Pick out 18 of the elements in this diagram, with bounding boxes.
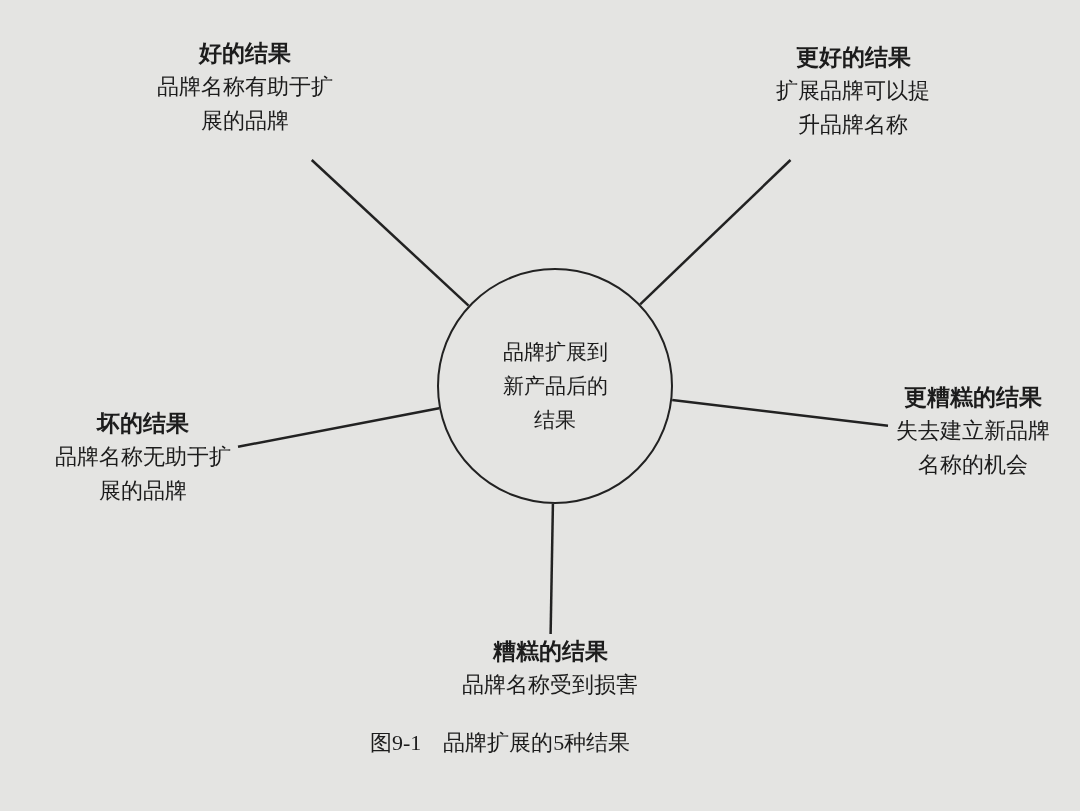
- outcome-heading: 好的结果: [197, 39, 292, 68]
- outcome-heading: 糟糕的结果: [491, 637, 609, 666]
- outcome-heading: 更糟糕的结果: [903, 383, 1043, 412]
- connector-line: [549, 503, 555, 635]
- connector-line: [310, 159, 470, 307]
- outcome-description: 品牌名称有助于扩展的品牌: [156, 73, 334, 135]
- outcome-description: 品牌名称受到损害: [461, 671, 639, 699]
- outcome-description: 扩展品牌可以提升品牌名称: [775, 77, 931, 139]
- outcome-heading: 更好的结果: [794, 43, 912, 72]
- outcome-description: 失去建立新品牌名称的机会: [895, 417, 1051, 479]
- connector-line: [639, 159, 792, 306]
- outcome-description: 品牌名称无助于扩展的品牌: [54, 443, 232, 505]
- outcome-heading: 坏的结果: [95, 409, 190, 438]
- center-circle: [437, 268, 673, 504]
- connector-line: [672, 398, 889, 428]
- connector-line: [237, 407, 440, 448]
- circle-text: 品牌扩展到新产品后的结果: [501, 339, 609, 434]
- figure-caption: 图9-1 品牌扩展的5种结果: [370, 729, 631, 757]
